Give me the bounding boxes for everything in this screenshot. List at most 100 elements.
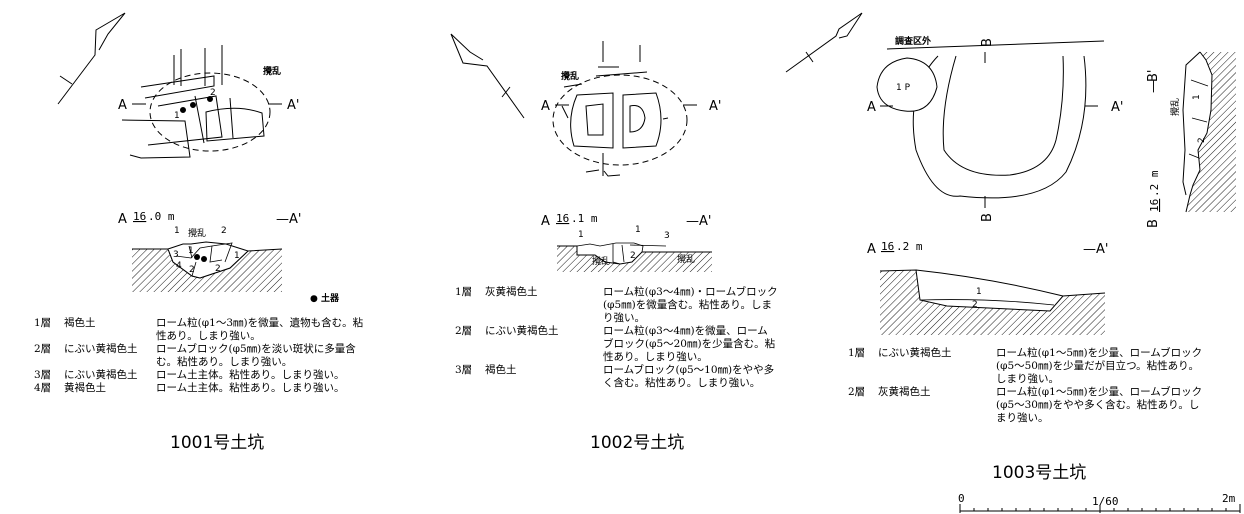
soil-name: にぶい黄褐色土	[64, 343, 138, 355]
find-number-label: 1	[174, 111, 180, 121]
disturbance-label: 攪乱	[561, 70, 579, 82]
layer-label: 1	[174, 226, 180, 236]
find-number-label: 2	[210, 88, 216, 98]
pit-1001-plan	[57, 12, 282, 159]
layer-number: 2層	[34, 343, 52, 355]
layer-label: 1	[1192, 94, 1202, 100]
artifact-point	[201, 256, 207, 262]
scale-end: 2m	[1222, 492, 1236, 505]
elevation-value: .2 m	[1148, 170, 1161, 197]
elevation-number: 16	[133, 210, 146, 223]
layer-label: 2	[221, 226, 227, 236]
pit-1003-title: 1003号土坑	[992, 463, 1087, 483]
pit-1001-title: 1001号土坑	[170, 433, 265, 453]
soil-description: ローム粒(φ1〜5㎜)を少量、ロームブロック (φ5〜50㎜)を少量だが目立つ。…	[996, 347, 1203, 385]
layer-label: 1	[976, 287, 982, 297]
layer-row: 1層 灰黄褐色土 ローム粒(φ3〜4㎜)・ロームブロック (φ5㎜)を微量含む。…	[455, 286, 815, 325]
post-hole-label: 1 P	[896, 83, 911, 93]
pit-1001-section: A 16 .0 m — A' 攪乱 1 2 3 1 4 2 1 2	[118, 210, 301, 292]
layer-number: 2層	[848, 386, 866, 398]
section-dash: —	[276, 212, 289, 227]
north-arrow-icon	[57, 12, 126, 105]
section-point-a-prime: A'	[699, 214, 711, 229]
elevation-value: .0 m	[148, 210, 175, 223]
disturbance-label: 攪乱	[677, 253, 695, 265]
artifact-point	[194, 254, 200, 260]
layer-label: 1	[188, 246, 194, 256]
layer-row: 2層 にぶい黄褐色土 ローム粒(φ3〜4㎜)を微量、ローム ブロック(φ5〜20…	[455, 325, 815, 364]
layer-number: 4層	[34, 382, 52, 394]
soil-name: 灰黄褐色土	[878, 386, 931, 398]
layer-label: 2	[215, 264, 221, 274]
layer-row: 3層 褐色土 ロームブロック(φ5〜10㎜)をやや多 く含む。粘性あり。しまり強…	[455, 364, 815, 390]
layer-label: 3	[173, 250, 179, 260]
elevation-number: 16	[556, 212, 569, 225]
disturbance-label: 攪乱	[592, 255, 610, 267]
layer-label: 1	[234, 251, 240, 261]
section-dash: —	[686, 214, 699, 229]
pit-1003-section-bb: B' — B 16 .2 m 1 2 攪乱	[1146, 51, 1236, 228]
layer-label: 2	[972, 300, 978, 310]
section-point-b-prime: B'	[1146, 70, 1161, 83]
layer-label: 1	[578, 230, 584, 240]
layer-label: 4	[176, 261, 182, 271]
elevation-number: 16	[881, 240, 894, 253]
point-a-prime-label: A'	[1111, 100, 1123, 115]
legend-pottery: ● 土器	[310, 292, 340, 304]
pit-1003-section-aa: A 16 .2 m — A' 1 2	[867, 240, 1108, 335]
disturbance-label: 攪乱	[188, 227, 206, 239]
disturbance-label: 攪乱	[1169, 98, 1181, 116]
artifact-point	[190, 102, 196, 108]
pit-1003-layer-table: 1層 にぶい黄褐色土 ローム粒(φ1〜5㎜)を少量、ロームブロック (φ5〜50…	[848, 347, 1243, 425]
layer-label: 2	[189, 265, 195, 275]
pit-1001-layer-table: 1層 褐色土 ローム粒(φ1〜3㎜)を微量、遺物も含む。粘 性あり。しまり強い。…	[34, 317, 364, 395]
point-b-label: B	[980, 213, 995, 222]
soil-name: 黄褐色土	[64, 382, 106, 394]
section-point-b: B	[1146, 219, 1161, 228]
section-point-a: A	[541, 214, 550, 229]
artifact-point	[180, 107, 186, 113]
elevation-value: .2 m	[896, 240, 923, 253]
point-a-label: A	[118, 98, 127, 113]
pit-1002-plan	[450, 33, 697, 177]
layer-number: 1層	[848, 347, 866, 359]
north-arrow-icon	[785, 12, 863, 73]
point-a-prime-label: A'	[287, 98, 299, 113]
layer-row: 1層 褐色土 ローム粒(φ1〜3㎜)を微量、遺物も含む。粘 性あり。しまり強い。	[34, 317, 364, 343]
section-point-a-prime: A'	[289, 212, 301, 227]
layer-number: 1層	[455, 286, 473, 298]
soil-name: にぶい黄褐色土	[485, 325, 559, 337]
layer-number: 3層	[34, 369, 52, 381]
soil-description: ロームブロック(φ5㎜)を淡い斑状に多量含 む。粘性あり。しまり強い。	[156, 343, 356, 368]
section-point-a: A	[118, 212, 127, 227]
soil-description: ローム粒(φ3〜4㎜)を微量、ローム ブロック(φ5〜20㎜)を少量含む。粘 性…	[603, 325, 776, 363]
pit-1002-title: 1002号土坑	[590, 433, 685, 453]
layer-row: 1層 にぶい黄褐色土 ローム粒(φ1〜5㎜)を少量、ロームブロック (φ5〜50…	[848, 347, 1243, 386]
layer-number: 2層	[455, 325, 473, 337]
scale-bar	[959, 504, 1241, 513]
soil-name: 褐色土	[485, 364, 517, 376]
soil-description: ローム粒(φ3〜4㎜)・ロームブロック (φ5㎜)を微量含む。粘性あり。しま り…	[603, 286, 778, 324]
point-a-label: A	[867, 100, 876, 115]
soil-name: にぶい黄褐色土	[878, 347, 952, 359]
north-arrow-icon	[450, 33, 525, 119]
layer-row: 3層 にぶい黄褐色土 ローム土主体。粘性あり。しまり強い。	[34, 369, 364, 382]
layer-row: 2層 灰黄褐色土 ローム粒(φ1〜5㎜)を少量、ロームブロック (φ5〜30㎜)…	[848, 386, 1243, 425]
pit-1003-plan	[785, 12, 1105, 208]
section-point-a-prime: A'	[1096, 242, 1108, 257]
elevation-number: 16	[1148, 199, 1161, 212]
layer-row: 4層 黄褐色土 ローム土主体。粘性あり。しまり強い。	[34, 382, 364, 395]
point-a-label: A	[541, 99, 550, 114]
section-dash: —	[1146, 80, 1161, 93]
pit-1002-section: A 16 .1 m — A' 1 1 3 2 攪乱 攪乱	[541, 212, 712, 272]
point-b-label: B	[980, 38, 995, 47]
disturbance-label: 攪乱	[263, 65, 281, 77]
soil-description: ローム土主体。粘性あり。しまり強い。	[156, 369, 345, 381]
layer-number: 1層	[34, 317, 52, 329]
soil-description: ローム土主体。粘性あり。しまり強い。	[156, 382, 345, 394]
layer-number: 3層	[455, 364, 473, 376]
outside-survey-area-label: 調査区外	[895, 35, 931, 47]
soil-description: ロームブロック(φ5〜10㎜)をやや多 く含む。粘性あり。しまり強い。	[603, 364, 775, 389]
scale-ratio: 1/60	[1092, 495, 1119, 508]
